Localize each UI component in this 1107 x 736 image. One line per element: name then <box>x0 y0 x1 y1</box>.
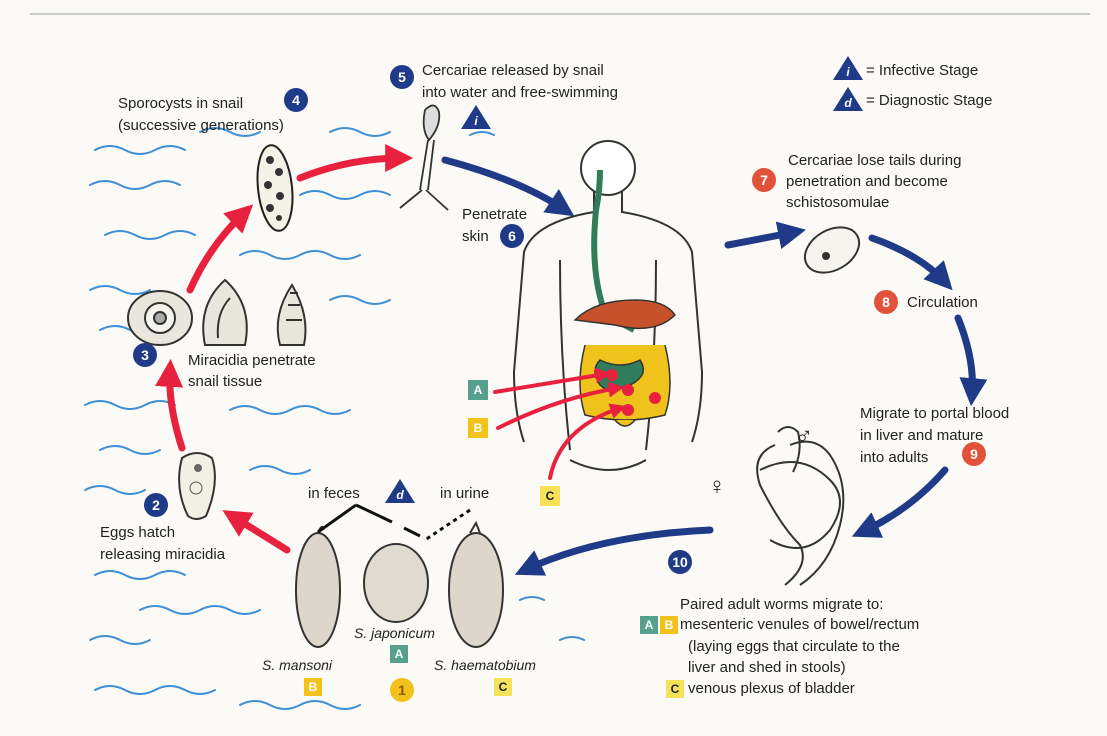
step10-line1: Paired adult worms migrate to: <box>680 596 883 614</box>
step2-number: 2 <box>144 493 168 517</box>
step10-line3: (laying eggs that circulate to the <box>688 638 900 656</box>
step2-line1: Eggs hatch <box>100 524 175 542</box>
step6-number: 6 <box>500 224 524 248</box>
step8-label: Circulation <box>907 294 978 312</box>
step7-line2: penetration and become <box>786 173 948 191</box>
letter-c-badge: C <box>666 680 684 698</box>
step4-line1: Sporocysts in snail <box>118 95 243 113</box>
digestive-organs <box>575 170 675 426</box>
step7-number: 7 <box>752 168 776 192</box>
step9-number: 9 <box>962 442 986 466</box>
organ-pointer-a: A <box>468 380 488 400</box>
step7-line1: Cercariae lose tails during <box>788 152 961 170</box>
step3-line1: Miracidia penetrate <box>188 352 316 370</box>
step2-line2: releasing miracidia <box>100 546 225 564</box>
step4-line2: (successive generations) <box>118 117 284 135</box>
step5-number: 5 <box>390 65 414 89</box>
diagnostic-stage-marker: d <box>384 478 416 504</box>
diagnostic-legend-label: = Diagnostic Stage <box>866 92 992 110</box>
step3-line2: snail tissue <box>188 373 262 391</box>
step10-line2: mesenteric venules of bowel/rectum <box>680 616 919 634</box>
haematobium-badge: C <box>494 678 512 696</box>
male-symbol: ♂ <box>795 424 813 450</box>
japonicum-badge: A <box>390 645 408 663</box>
step1-number: 1 <box>390 678 414 702</box>
sporocyst-drawing <box>254 143 297 232</box>
step6-line2: skin <box>462 228 489 246</box>
schistosomulum-drawing <box>797 218 867 282</box>
step10-line4: liver and shed in stools) <box>688 659 846 677</box>
in-urine-label: in urine <box>440 485 489 503</box>
diagnostic-legend-icon: d <box>832 86 864 112</box>
organ-pointer-arrows <box>495 374 620 478</box>
step9-line3: into adults <box>860 449 928 467</box>
in-feces-label: in feces <box>308 485 360 503</box>
infective-legend-label: = Infective Stage <box>866 62 978 80</box>
step5-line1: Cercariae released by snail <box>422 62 604 80</box>
female-symbol: ♀ <box>708 474 726 500</box>
step10-line5: venous plexus of bladder <box>688 680 855 698</box>
haematobium-label: S. haematobium <box>434 656 536 674</box>
letter-b-badge: B <box>660 616 678 634</box>
infective-stage-marker: i <box>460 104 492 130</box>
mansoni-badge: B <box>304 678 322 696</box>
egg-connector-lines <box>318 505 470 540</box>
step6-line1: Penetrate <box>462 206 527 224</box>
adult-worms-drawing <box>757 427 843 585</box>
miracidium-drawing <box>179 453 215 519</box>
snail-drawings <box>128 280 306 345</box>
step10-number: 10 <box>668 550 692 574</box>
step9-line1: Migrate to portal blood <box>860 405 1009 423</box>
cercaria-drawing <box>400 105 448 210</box>
infective-legend-icon: i <box>832 55 864 81</box>
step3-number: 3 <box>133 343 157 367</box>
step7-line3: schistosomulae <box>786 194 889 212</box>
organ-pointer-c: C <box>540 486 560 506</box>
step5-line2: into water and free-swimming <box>422 84 618 102</box>
organ-pointer-b: B <box>468 418 488 438</box>
step8-number: 8 <box>874 290 898 314</box>
japonicum-label: S. japonicum <box>354 624 435 642</box>
letter-a-badge: A <box>640 616 658 634</box>
step9-line2: in liver and mature <box>860 427 983 445</box>
step4-number: 4 <box>284 88 308 112</box>
mansoni-label: S. mansoni <box>262 656 332 674</box>
